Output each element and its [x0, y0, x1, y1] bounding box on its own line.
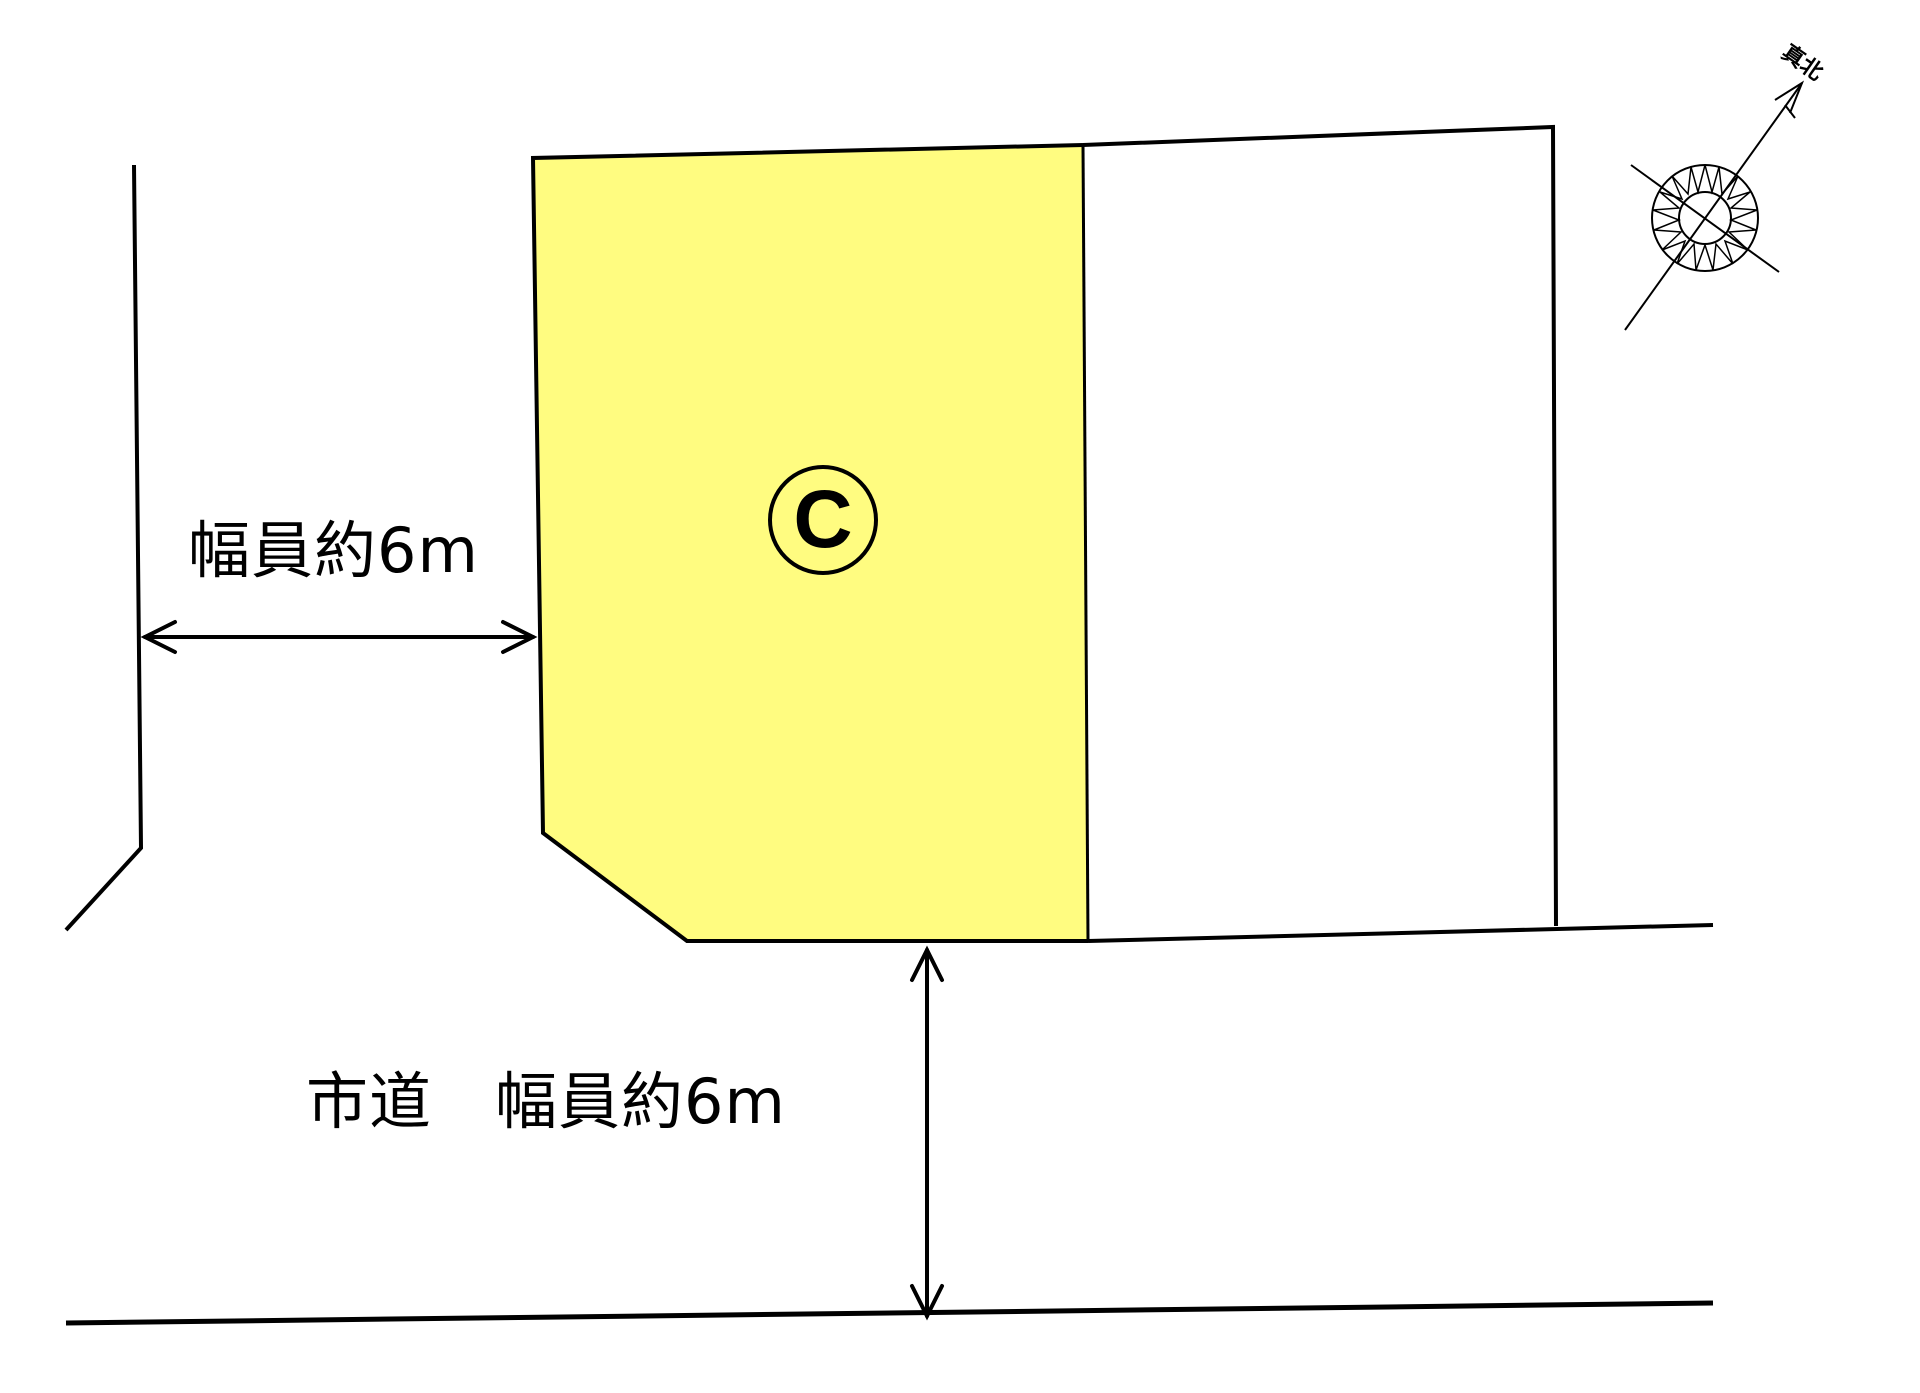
- neighbor-lot-outline: [1082, 124, 1558, 927]
- front-road-edge-bottom: [65, 1300, 1714, 1326]
- front-road-label: 市道 幅員約6m: [306, 1065, 786, 1138]
- side-road-width-arrow: [140, 620, 538, 654]
- subject-lot-outline: [530, 143, 1088, 943]
- front-road-edge-top: [1087, 923, 1714, 943]
- side-road-edge-left: [64, 164, 144, 932]
- lot-marker-letter: C: [793, 474, 853, 565]
- compass-rose-icon: [1624, 80, 1805, 331]
- lot-marker-circled-c: C: [768, 465, 878, 575]
- side-road-width-label: 幅員約6m: [188, 514, 479, 587]
- lot-divider: [1081, 144, 1090, 942]
- front-road-width-arrow: [910, 945, 944, 1321]
